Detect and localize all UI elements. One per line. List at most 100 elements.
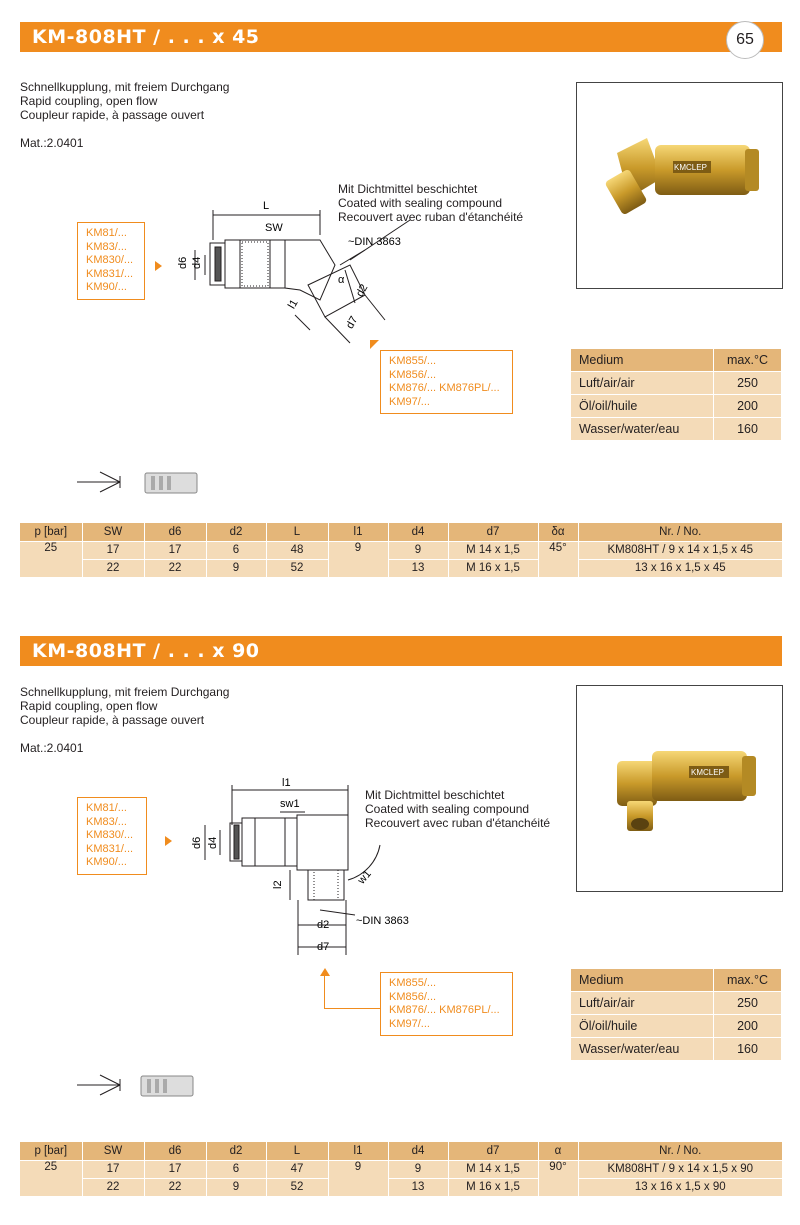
dim-l1-label: l1	[282, 777, 291, 789]
col-header: d6	[144, 523, 207, 542]
cell-part-number: 13 x 16 x 1,5 x 45	[578, 559, 782, 578]
product-photo-90: KMCLEP	[576, 685, 783, 892]
description-fr: Coupleur rapide, à passage ouvert	[20, 108, 205, 122]
model-item: KM81/...	[86, 227, 127, 239]
col-header: d7	[448, 1142, 539, 1161]
col-header: d7	[448, 523, 539, 542]
sealing-note-fr: Recouvert avec ruban d'étanchéité	[365, 816, 551, 830]
dim-d4-label: d4	[207, 837, 219, 849]
model-item: KM856/...	[389, 368, 437, 381]
media-temp: 160	[713, 1037, 782, 1061]
cell: 22	[144, 1178, 207, 1197]
model-item: KM97/...	[389, 1017, 430, 1030]
dim-d6-label: d6	[177, 257, 189, 269]
col-header: d6	[144, 1142, 207, 1161]
description-en: Rapid coupling, open flow	[20, 699, 158, 713]
compatible-plugs-box: KM81/... KM83/... KM830/... KM831/... KM…	[77, 797, 147, 875]
dim-SW-label: SW	[265, 222, 283, 234]
media-name: Wasser/water/eau	[570, 417, 714, 441]
cell-part-number: 13 x 16 x 1,5 x 90	[578, 1178, 782, 1197]
model-item: KM855/...	[389, 977, 437, 989]
sealing-note: Mit Dichtmittel beschichtet Coated with …	[338, 182, 523, 224]
cell: 22	[82, 1178, 145, 1197]
cell: 17	[144, 1160, 207, 1179]
col-header: SW	[82, 1142, 145, 1161]
dim-d4-label: d4	[191, 257, 203, 269]
description-de: Schnellkupplung, mit freiem Durchgang	[20, 80, 230, 94]
coupling-symbol	[77, 471, 198, 494]
cell: 47	[266, 1160, 329, 1179]
cell: 9	[206, 1178, 267, 1197]
col-header: p [bar]	[20, 523, 83, 542]
description-en: Rapid coupling, open flow	[20, 94, 158, 108]
model-item: KM855/...	[389, 355, 437, 367]
col-header: δα	[538, 523, 579, 542]
cell: 52	[266, 1178, 329, 1197]
product-description: Schnellkupplung, mit freiem Durchgang Ra…	[20, 685, 229, 727]
cell: 17	[82, 1160, 145, 1179]
cell-part-number: KM808HT / 9 x 14 x 1,5 x 45	[578, 541, 782, 560]
sealing-note-fr: Recouvert avec ruban d'étanchéité	[338, 210, 524, 224]
cell: 13	[388, 559, 449, 578]
din-label: ~DIN 3863	[348, 236, 401, 248]
dim-d2-label: d2	[317, 919, 329, 931]
model-item: KM83/...	[86, 815, 127, 828]
table-row: 22 22 9 52 13 M 16 x 1,5 13 x 16 x 1,5 x…	[20, 1178, 782, 1197]
table-row: 25 17 17 6 48 9 9 M 14 x 1,5 45° KM808HT…	[20, 541, 782, 578]
dim-d7-label: d7	[344, 314, 361, 331]
table-row: 25 17 17 6 47 9 9 M 14 x 1,5 90° KM808HT…	[20, 1160, 782, 1197]
sealing-note-en: Coated with sealing compound	[338, 196, 503, 210]
technical-drawing-45: L SW d6 d4 ~DIN 3863 α d2 d7 l1	[177, 200, 411, 344]
media-temp: 160	[713, 417, 782, 441]
compatible-couplers-box: KM855/... KM856/... KM876/... KM876PL/..…	[380, 972, 513, 1036]
col-header: d2	[206, 1142, 267, 1161]
media-temp: 250	[713, 991, 782, 1015]
media-name: Wasser/water/eau	[570, 1037, 714, 1061]
cell: 13	[388, 1178, 449, 1197]
media-temp: 200	[713, 394, 782, 418]
cell: M 16 x 1,5	[448, 1178, 539, 1197]
connector-line	[324, 1008, 380, 1009]
cell: 9	[206, 559, 267, 578]
dim-d2-label: d2	[354, 282, 371, 299]
model-item: KM831/...	[86, 267, 134, 280]
model-item: KM831/...	[86, 842, 134, 855]
cell: M 14 x 1,5	[448, 541, 539, 560]
photo-brand-label: KMCLEP	[674, 163, 707, 172]
dim-sw1-label: sw1	[280, 798, 300, 810]
cell-l1: 9	[328, 1160, 389, 1197]
cell-pressure: 25	[20, 541, 83, 578]
cell: M 14 x 1,5	[448, 1160, 539, 1179]
din-label: ~DIN 3863	[356, 915, 409, 927]
cell: 6	[206, 541, 267, 560]
model-item: KM90/...	[86, 281, 127, 293]
col-header: L	[266, 1142, 329, 1161]
media-header: Medium	[570, 348, 714, 372]
model-item: KM830/...	[86, 829, 134, 841]
sealing-note-de: Mit Dichtmittel beschichtet	[338, 182, 478, 196]
cell: 6	[206, 1160, 267, 1179]
col-header: d2	[206, 523, 267, 542]
section-title: KM-808HT / . . . x 90	[20, 636, 782, 666]
cell: 52	[266, 559, 329, 578]
cell: M 16 x 1,5	[448, 559, 539, 578]
dimension-table-45: p [bar] SW d6 d2 L l1 d4 d7 δα Nr. / No.…	[20, 523, 782, 578]
dim-d6-label: d6	[191, 837, 203, 849]
col-header: Nr. / No.	[578, 523, 782, 542]
connector-line	[324, 975, 325, 1008]
compatible-couplers-box: KM855/... KM856/... KM876/... KM876PL/..…	[380, 350, 513, 414]
arrow-right-icon	[155, 261, 162, 271]
dim-w1-label: w1	[355, 868, 374, 887]
model-item: KM97/...	[389, 395, 430, 408]
coupling-symbol	[77, 1074, 194, 1097]
model-item: KM876/... KM876PL/...	[389, 382, 500, 394]
cell: 17	[82, 541, 145, 560]
col-header: α	[538, 1142, 579, 1161]
model-item: KM90/...	[86, 856, 127, 868]
dim-d7-label: d7	[317, 941, 329, 953]
media-name: Öl/oil/huile	[570, 394, 714, 418]
dim-L-label: L	[263, 200, 269, 212]
arrow-up-icon	[320, 968, 330, 976]
model-item: KM876/... KM876PL/...	[389, 1004, 500, 1016]
